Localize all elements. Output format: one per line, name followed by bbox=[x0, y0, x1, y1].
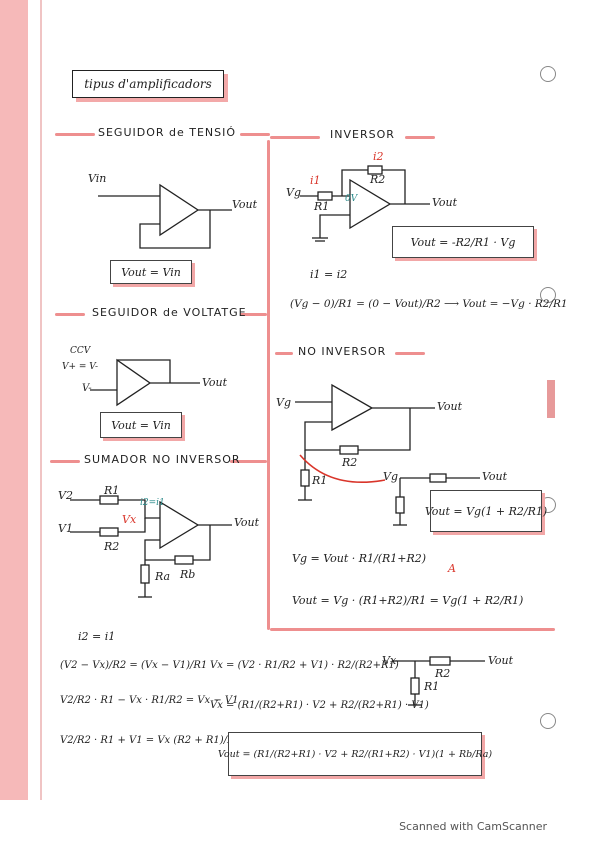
heading-sumador: SUMADOR NO INVERSOR bbox=[84, 453, 241, 466]
derivation-line2: V2/R2 · R1 − Vx · R1/R2 = Vx − V1 bbox=[60, 695, 239, 706]
derivation-vx1: Vx = (V2 · R1/R2 + V1) · R2/(R2+R1) bbox=[210, 660, 399, 671]
note-vplus: V+ = V- bbox=[62, 362, 99, 372]
no-inversor-eq1: Vg = Vout · R1/(R1+R2) bbox=[292, 552, 427, 565]
label-i-eq: i2=i1 bbox=[140, 498, 165, 508]
inversor-eq1: i1 = i2 bbox=[310, 268, 348, 281]
label-r2: R2 bbox=[342, 456, 358, 469]
opamp-sumador bbox=[70, 495, 232, 598]
heading-seguidor-voltatge: SEGUIDOR de VOLTATGE bbox=[92, 306, 247, 319]
divider-r2: R2 bbox=[435, 667, 451, 680]
label-r2: R2 bbox=[104, 540, 120, 553]
label-vout-divider: Vout bbox=[482, 470, 508, 483]
column-divider bbox=[267, 140, 270, 630]
label-vout: Vout bbox=[432, 196, 458, 209]
opamp-seguidor-voltatge bbox=[90, 358, 200, 407]
heading-inversor: INVERSOR bbox=[330, 128, 395, 141]
divider-vx: Vx bbox=[382, 654, 397, 667]
divider bbox=[240, 313, 267, 316]
derivation-line3: V2/R2 · R1 + V1 = Vx (R2 + R1)/R1 bbox=[60, 735, 241, 746]
label-vminus: V- bbox=[82, 383, 92, 394]
label-vg: Vg bbox=[276, 396, 291, 409]
label-v1: V1 bbox=[58, 522, 73, 535]
opamp-seguidor-tensio bbox=[98, 183, 232, 249]
label-v2: V2 bbox=[58, 489, 73, 502]
label-i1: i1 bbox=[310, 174, 321, 187]
label-r1: R1 bbox=[104, 484, 120, 497]
label-vg: Vg bbox=[286, 186, 301, 199]
label-rb: Rb bbox=[180, 568, 196, 581]
result-inversor: Vout = -R2/R1 · Vg bbox=[392, 226, 534, 258]
opamp-no-inversor bbox=[295, 383, 480, 526]
heading-no-inversor: NO INVERSOR bbox=[298, 345, 387, 358]
label-vout: Vout bbox=[234, 516, 260, 529]
label-r2: R2 bbox=[370, 173, 386, 186]
result-seguidor-tensio: Vout = Vin bbox=[110, 260, 192, 284]
heading-seguidor-tensio: SEGUIDOR de TENSIÓ bbox=[98, 126, 237, 139]
inversor-eq2: (Vg − 0)/R1 = (0 − Vout)/R2 ⟶ Vout = −Vg… bbox=[290, 298, 568, 310]
divider bbox=[50, 460, 80, 463]
label-ra: Ra bbox=[155, 570, 171, 583]
scanner-footer: Scanned with CamScanner bbox=[399, 820, 547, 833]
result-no-inversor: Vout = Vg(1 + R2/R1) bbox=[425, 490, 547, 532]
divider bbox=[55, 313, 85, 316]
binder-hole bbox=[540, 713, 556, 729]
derivation-vx2: Vx = (R1/(R2+R1) · V2 + R2/(R2+R1) · V1) bbox=[210, 700, 429, 711]
label-r1: R1 bbox=[312, 474, 328, 487]
label-vout: Vout bbox=[202, 376, 228, 389]
divider-r1: R1 bbox=[424, 680, 440, 693]
page-tab bbox=[547, 380, 555, 418]
binder-hole bbox=[540, 66, 556, 82]
derivation-line1: (V2 − Vx)/R2 = (Vx − V1)/R1 bbox=[60, 660, 208, 671]
label-a: A bbox=[448, 562, 456, 575]
no-inversor-eq2: Vout = Vg · (R1+R2)/R1 = Vg(1 + R2/R1) bbox=[292, 594, 524, 607]
label-i2: i2 bbox=[373, 150, 384, 163]
divider bbox=[270, 136, 320, 139]
divider bbox=[395, 352, 425, 355]
divider bbox=[275, 352, 293, 355]
divider bbox=[270, 628, 555, 631]
margin-strip bbox=[0, 0, 28, 800]
divider-vout: Vout bbox=[488, 654, 514, 667]
voltage-divider-circuit bbox=[393, 656, 485, 706]
result-sumador: Vout = (R1/(R2+R1) · V2 + R2/(R1+R2) · V… bbox=[218, 732, 492, 776]
page-title: tipus d'amplificadors bbox=[72, 70, 224, 98]
divider bbox=[55, 133, 95, 136]
label-vout: Vout bbox=[437, 400, 463, 413]
label-vx: Vx bbox=[122, 513, 137, 526]
margin-line bbox=[40, 0, 42, 800]
label-vg-divider: Vg bbox=[383, 470, 398, 483]
divider bbox=[230, 460, 267, 463]
label-zero-volt: 0V bbox=[345, 194, 358, 204]
divider bbox=[240, 133, 270, 136]
note-ccv: CCV bbox=[70, 346, 91, 356]
binder-hole bbox=[540, 287, 556, 303]
divider bbox=[405, 136, 435, 139]
derivation-eq-i: i2 = i1 bbox=[78, 630, 116, 643]
label-vout: Vout bbox=[232, 198, 258, 211]
opamp-inversor bbox=[300, 165, 430, 242]
label-vin: Vin bbox=[88, 172, 107, 185]
result-seguidor-voltatge: Vout = Vin bbox=[100, 412, 182, 438]
label-r1: R1 bbox=[314, 200, 330, 213]
